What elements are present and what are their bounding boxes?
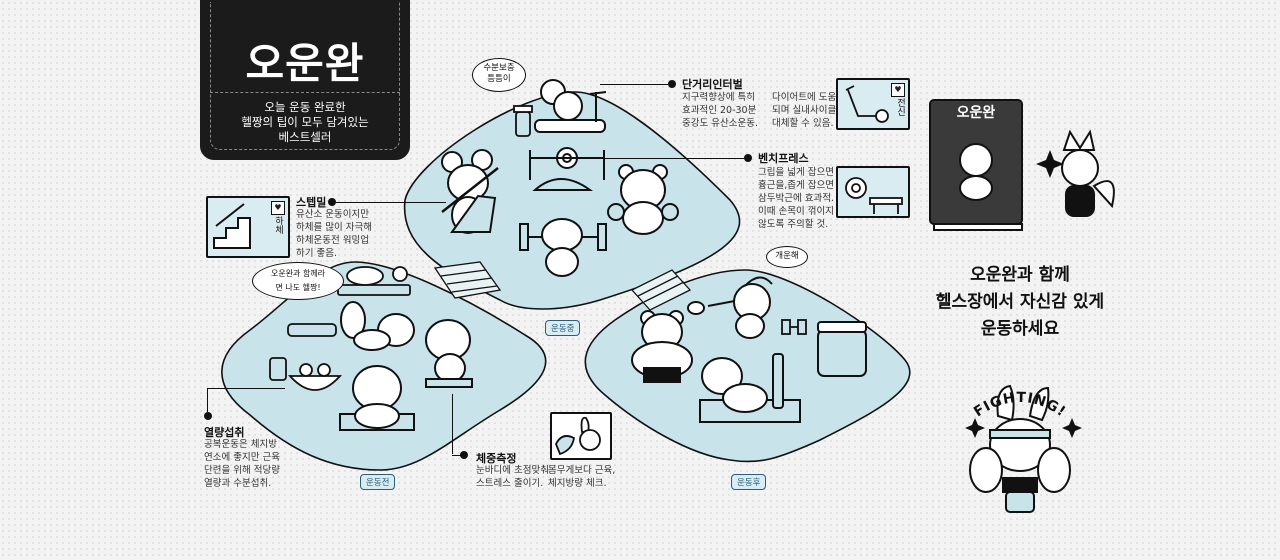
bubble-sigh: 개운해 xyxy=(766,246,808,268)
bench-title: 벤치프레스 xyxy=(758,152,809,165)
callout-dot xyxy=(204,412,212,420)
tag-after: 운동후 xyxy=(731,474,767,490)
heart-icon: ♥ xyxy=(891,83,905,97)
callout-line xyxy=(452,455,462,457)
dumbbell xyxy=(781,319,807,335)
weight-mini-card xyxy=(550,412,612,460)
callout-line xyxy=(590,158,744,160)
interval-mini-label: 전신 xyxy=(895,98,905,116)
weight-title: 체중측정 xyxy=(476,452,517,465)
interval-title: 단거리인터벌 xyxy=(682,78,743,91)
interval-text-1: 지구력향상에 특히 효과적인 20-30분 중강도 유산소운동. xyxy=(682,92,758,129)
tag-before: 운동전 xyxy=(360,474,396,490)
weight-text-2: 몸무게보다 근육, 체지방량 체크. xyxy=(548,465,616,489)
stepmill-text: 유산소 운동이지만 하체를 많이 자극해 하체운동전 워밍업 하기 좋음. xyxy=(296,209,372,259)
callout-line xyxy=(207,388,285,390)
dumbbell-dog xyxy=(519,218,607,277)
bench-text: 그립을 넓게 잡으면 흉근을,좁게 잡으면 삼두박근에 효과적. 이때 손목이 … xyxy=(758,167,834,230)
bubble-water: 수분보충 틈틈이 xyxy=(472,58,526,92)
salad-bowl xyxy=(287,363,343,391)
svg-text:FIGHTING!: FIGHTING! xyxy=(971,390,1069,421)
stairs-right xyxy=(630,269,692,311)
squirrel-character xyxy=(340,301,415,351)
rabbit-character xyxy=(687,276,773,339)
callout-dot xyxy=(668,80,676,88)
sparkle-icon xyxy=(1036,150,1064,178)
title-card-border xyxy=(210,2,400,150)
treadmill xyxy=(534,79,607,133)
tag-during: 운동중 xyxy=(545,320,581,336)
book-illustration xyxy=(929,99,1023,231)
bear-character xyxy=(607,164,679,235)
stepmill-mini-card: ♥ 하체 xyxy=(206,196,290,258)
flex-rabbit-icon xyxy=(555,416,601,456)
heart-icon: ♥ xyxy=(271,201,285,215)
cat-sitting xyxy=(339,365,415,431)
fighting-rabbit xyxy=(969,384,1071,513)
title-card: 오운완 오늘 운동 완료한 헬짱의 팁이 모두 담겨있는 베스트셀러 xyxy=(200,0,410,160)
sparkle-icon-small xyxy=(965,418,1082,438)
interval-mini-card: ♥ 전신 xyxy=(836,78,910,130)
platform-top xyxy=(403,91,741,310)
callout-line xyxy=(336,202,446,204)
fighting-text: FIGHTING! xyxy=(971,390,1068,421)
bubble-together: 오운완과 함께라 면 나도 헬짱! xyxy=(252,262,344,300)
callout-line xyxy=(207,388,209,412)
calorie-text: 공복운동은 체지방 연소에 좋지만 근육 단련을 위해 적당량 열량과 수분섭취… xyxy=(204,439,280,489)
callout-dot xyxy=(460,451,468,459)
protein-shaker xyxy=(269,357,287,381)
title-divider xyxy=(210,92,400,93)
callout-line xyxy=(600,84,668,86)
fighting-banner: FIGHTING! xyxy=(971,390,1069,421)
bike-icon xyxy=(845,85,889,123)
callout-dot xyxy=(744,154,752,162)
cta-text: 오운완과 함께 헬스장에서 자신감 있게 운동하세요 xyxy=(935,265,1105,339)
water-bottle xyxy=(513,105,533,137)
stepmill-title: 스텝밀 xyxy=(296,196,327,209)
yoga-mat xyxy=(337,266,411,296)
stairs-icon xyxy=(213,203,251,249)
protein-tub xyxy=(817,321,867,377)
weight-text-1: 눈바디에 초점맞춰 스트레스 줄이기. xyxy=(476,465,549,489)
stairs-left xyxy=(433,261,502,299)
stepmill-mini-label: 하체 xyxy=(273,216,283,234)
book-cover-title: 오운완 xyxy=(956,105,996,121)
stepmill-machine xyxy=(441,167,499,233)
foam-roller xyxy=(287,323,337,337)
bench-icon xyxy=(845,177,903,214)
cat-on-scale xyxy=(425,319,473,388)
callout-line xyxy=(452,394,454,454)
bench-mini-card xyxy=(836,166,910,218)
interval-text-2: 다이어트에 도움 되며 실내사이클로 대체할 수 있음. xyxy=(772,92,845,129)
fox-character xyxy=(1061,129,1115,217)
muscle-bear xyxy=(631,310,693,383)
calorie-title: 열량섭취 xyxy=(204,426,245,439)
book-title: 오운완 xyxy=(245,39,365,88)
stretching-dog xyxy=(699,353,801,423)
callout-dot xyxy=(328,198,336,206)
book-subtitle: 오늘 운동 완료한 헬짱의 팁이 모두 담겨있는 베스트셀러 xyxy=(241,100,369,144)
